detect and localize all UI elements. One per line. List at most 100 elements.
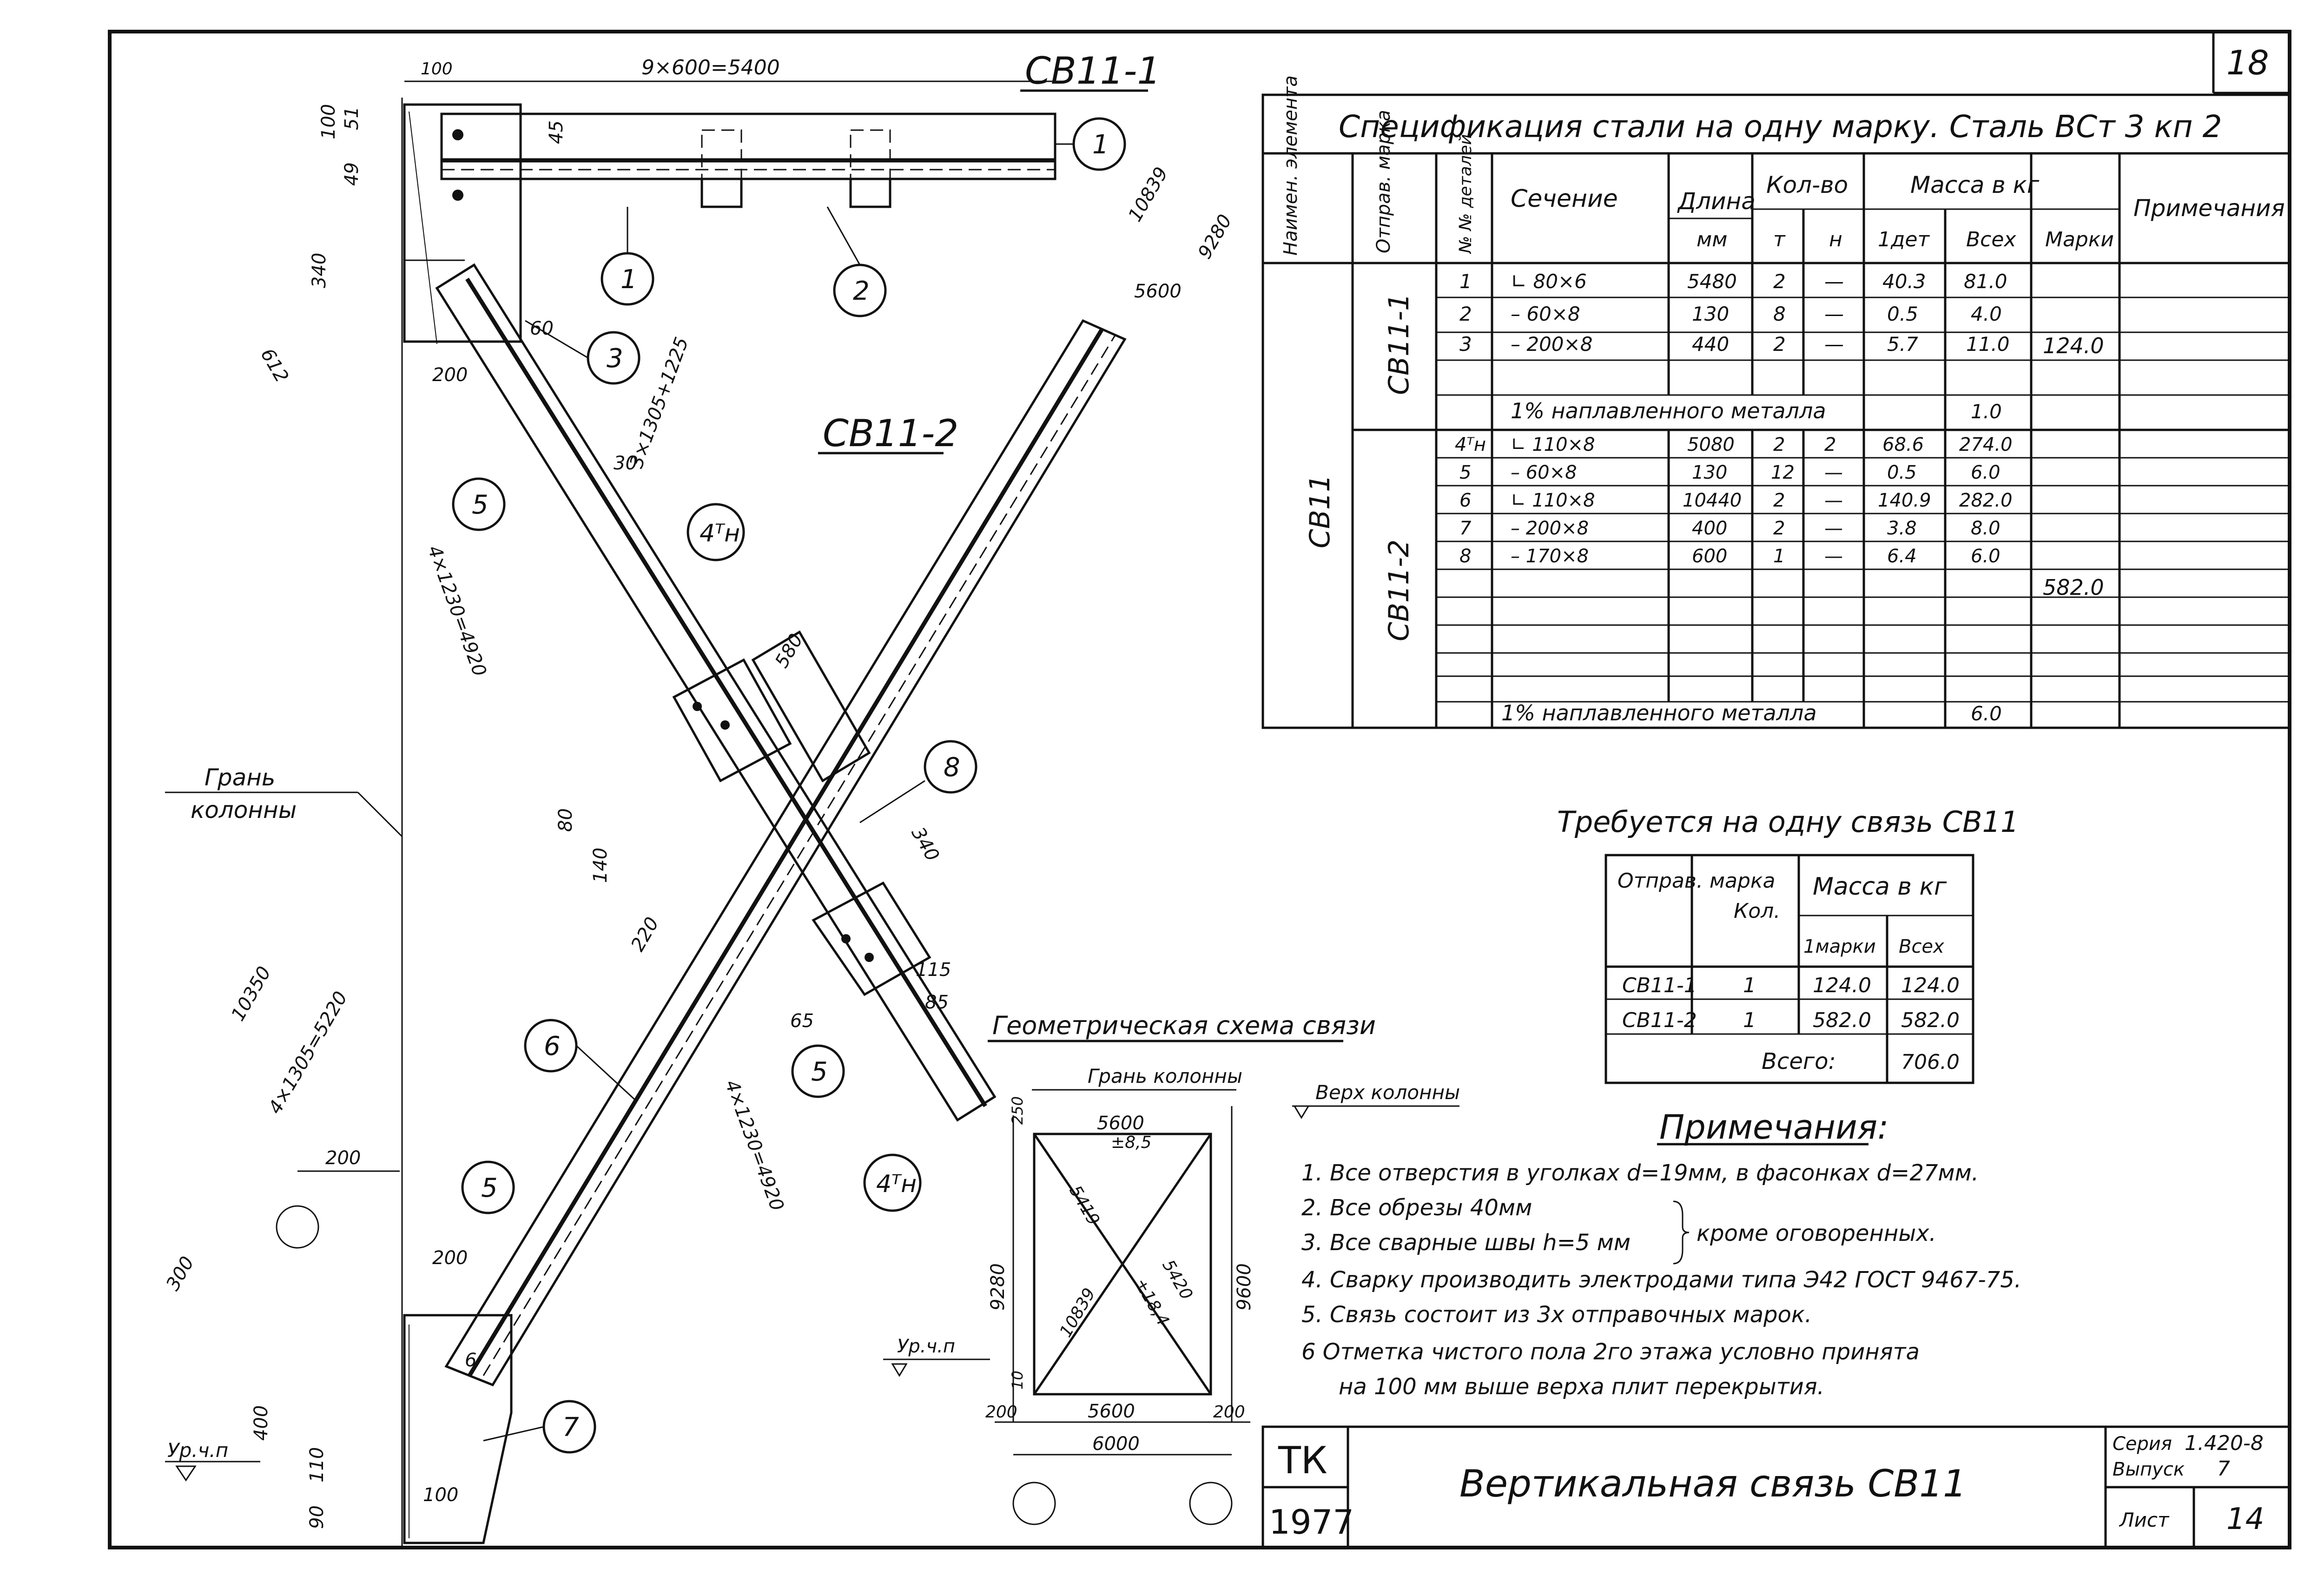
spec-h-mass-mark: Марки <box>2045 228 2114 251</box>
dim-3x1305: 3×1305+1225 <box>626 334 693 471</box>
dim-110: 110 <box>306 1447 328 1483</box>
dim-51: 51 <box>341 106 363 130</box>
spec-h-qty-n: н <box>1829 228 1842 251</box>
svg-text:6: 6 <box>1459 490 1471 511</box>
spec-element: СВ11 <box>1304 474 1336 548</box>
svg-text:5.7: 5.7 <box>1887 333 1918 356</box>
spec-row: 6 ∟ 110×8 10440 2 — 140.9 282.0 <box>1459 490 2013 511</box>
geo-h1: 9280 <box>987 1263 1009 1311</box>
svg-text:– 60×8: – 60×8 <box>1511 303 1580 325</box>
required-table <box>1604 854 1974 1084</box>
dim-140: 140 <box>590 848 611 883</box>
geo-diag1: 5419 <box>1065 1182 1103 1229</box>
dim-top-100: 100 <box>421 59 453 79</box>
svg-text:1: 1 <box>1743 1008 1756 1032</box>
required-h-qty: Кол. <box>1734 899 1780 923</box>
svg-text:8: 8 <box>944 752 960 783</box>
svg-text:440: 440 <box>1692 333 1729 356</box>
geo-floor-mark: Ур.ч.п <box>897 1336 955 1357</box>
cb11-1-strut <box>403 103 1056 344</box>
svg-text:∟ 110×8: ∟ 110×8 <box>1511 490 1595 511</box>
spec-h-length-unit: мм <box>1697 228 1727 251</box>
svg-text:4ᵀн: 4ᵀн <box>1455 434 1486 455</box>
dim-30: 30 <box>614 453 637 474</box>
svg-text:40.3: 40.3 <box>1882 270 1926 293</box>
svg-text:– 200×8: – 200×8 <box>1511 333 1592 356</box>
svg-text:2: 2 <box>1824 434 1836 455</box>
geo-total: 6000 <box>1092 1433 1140 1455</box>
svg-text:400: 400 <box>1692 518 1727 539</box>
dim-100v: 100 <box>318 104 339 139</box>
svg-text:2: 2 <box>853 276 870 306</box>
svg-text:—: — <box>1824 462 1843 483</box>
spec-group-1-mass: 124.0 <box>2043 333 2104 358</box>
dim-80: 80 <box>555 808 576 832</box>
svg-text:– 60×8: – 60×8 <box>1511 462 1577 483</box>
spec-h-mass-all: Всех <box>1966 228 2016 251</box>
svg-text:6.4: 6.4 <box>1887 546 1917 567</box>
callout-4tn-b: 4ᵀн <box>863 1153 922 1212</box>
svg-text:130: 130 <box>1692 462 1727 483</box>
spec-row: 5 – 60×8 130 12 — 0.5 6.0 <box>1459 462 2000 483</box>
spec-h-qty-t: т <box>1773 228 1786 251</box>
required-h-all: Всех <box>1899 936 1944 957</box>
spec-h-section: Сечение <box>1511 185 1618 213</box>
svg-text:2: 2 <box>1773 434 1785 455</box>
svg-text:—: — <box>1824 546 1843 567</box>
cb11-1-label: СВ11-1 <box>1025 49 1161 92</box>
svg-text:1: 1 <box>1092 130 1109 160</box>
callout-1: 1 <box>1055 117 1126 171</box>
required-row: СВ11-1 1 124.0 124.0 <box>1622 974 1960 997</box>
svg-text:∟ 110×8: ∟ 110×8 <box>1511 434 1595 455</box>
svg-text:0.5: 0.5 <box>1887 462 1917 483</box>
col-face-label-2: колонны <box>191 797 297 824</box>
svg-text:—: — <box>1824 490 1843 511</box>
spec-h-elem: Наимен. элемента <box>1280 75 1301 256</box>
bottom-gusset <box>403 1314 513 1544</box>
diagonal-1 <box>435 263 997 1122</box>
dim-10839: 10839 <box>1124 164 1172 225</box>
spec-h-length: Длина <box>1677 188 1756 215</box>
svg-text:1: 1 <box>1459 270 1472 293</box>
required-h-one: 1марки <box>1803 936 1876 957</box>
svg-text:68.6: 68.6 <box>1882 434 1924 455</box>
svg-text:2: 2 <box>1773 333 1786 356</box>
dim-top: 9×600=5400 <box>641 56 780 79</box>
spec-row: 7 – 200×8 400 2 — 3.8 8.0 <box>1459 518 2000 539</box>
svg-text:2: 2 <box>1773 518 1785 539</box>
svg-text:4ᵀн: 4ᵀн <box>876 1170 917 1198</box>
dim-200: 200 <box>432 364 468 386</box>
title-block <box>1261 1425 2291 1549</box>
required-h-mass: Масса в кг <box>1813 873 1947 901</box>
series-value: 1.420-8 <box>2185 1431 2264 1455</box>
spec-h-mark: Отправ. марка <box>1373 110 1394 253</box>
spec-row: 4ᵀн ∟ 110×8 5080 2 2 68.6 274.0 <box>1455 434 2013 455</box>
spec-row: 2 – 60×8 130 8 — 0.5 4.0 <box>1459 303 2002 325</box>
svg-text:∟ 80×6: ∟ 80×6 <box>1511 270 1587 293</box>
series-label: Серия <box>2113 1433 2172 1455</box>
svg-text:—: — <box>1824 518 1843 539</box>
note-item: 1. Все отверстия в уголках d=19мм, в фас… <box>1301 1160 1979 1186</box>
dim-1230: 4×1230=4920 <box>721 1077 788 1214</box>
title-year: 1977 <box>1269 1503 1354 1542</box>
title-tk: ТК <box>1278 1439 1327 1482</box>
svg-text:6: 6 <box>544 1031 561 1061</box>
dim-220: 220 <box>627 914 663 955</box>
callout-6: 6 <box>524 1019 638 1102</box>
svg-text:4ᵀн: 4ᵀн <box>700 520 740 547</box>
callout-7: 7 <box>483 1400 596 1454</box>
column-circle <box>276 1205 319 1249</box>
svg-text:1: 1 <box>1773 546 1785 567</box>
sheet-frame <box>108 30 2291 1549</box>
svg-text:2: 2 <box>1459 303 1472 325</box>
svg-text:8.0: 8.0 <box>1971 518 2000 539</box>
title-main: Вертикальная связь СВ11 <box>1459 1462 1967 1505</box>
sheet-value: 14 <box>2226 1502 2264 1536</box>
spec-group-2-mass: 582.0 <box>2043 575 2104 600</box>
dim-400: 400 <box>251 1405 272 1441</box>
sheet-label: Лист <box>2119 1509 2170 1531</box>
geo-title: Геометрическая схема связи <box>992 1011 1376 1040</box>
dim-340b: 340 <box>907 824 943 865</box>
svg-text:1: 1 <box>621 264 637 295</box>
